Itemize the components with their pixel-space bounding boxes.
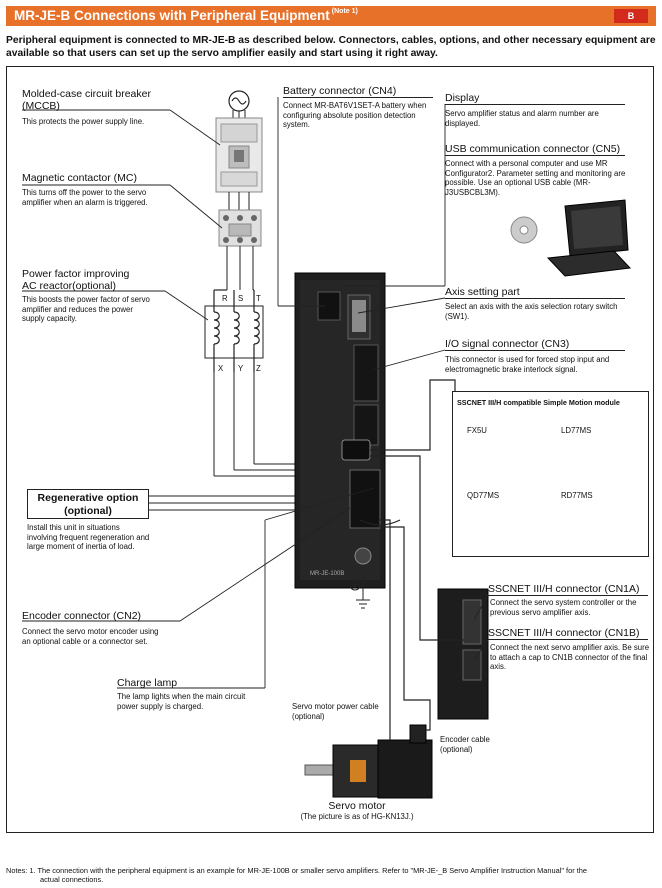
note-ref: (Note 1) (331, 8, 358, 15)
phase-r: R (222, 294, 228, 303)
cn1b-desc: Connect the next servo amplifier axis. B… (490, 643, 650, 671)
encoder-cable-label: Encoder cable (optional) (440, 735, 490, 754)
regen-option-box: Regenerative option (optional) (27, 489, 149, 519)
charge-lamp-desc: The lamp lights when the main circuit po… (117, 692, 246, 711)
phase-x: X (218, 364, 224, 373)
cn1a-title: SSCNET III/H connector (CN1A) (488, 583, 648, 596)
cn1a-desc: Connect the servo system controller or t… (490, 598, 637, 617)
motor-title: Servo motor (328, 800, 386, 812)
mccb-desc: This protects the power supply line. (22, 117, 145, 126)
motor-subcaption: (The picture is as of HG-KN13J.) (300, 812, 414, 821)
laptop-image (510, 199, 632, 277)
servo-motor-image (304, 724, 433, 799)
module-fx5u: FX5U (467, 426, 487, 435)
phase-z: Z (256, 364, 261, 373)
section-header: MR-JE-B Connections with Peripheral Equi… (6, 6, 656, 26)
axis-title: Axis setting part (445, 286, 625, 299)
mc-title: Magnetic contactor (MC) (22, 172, 137, 184)
simple-motion-box: SSCNET III/H compatible Simple Motion mo… (452, 391, 649, 557)
regen-title-1: Regenerative option (37, 492, 139, 504)
io-title: I/O signal connector (CN3) (445, 338, 625, 351)
simple-motion-title: SSCNET III/H compatible Simple Motion mo… (457, 398, 620, 407)
regen-title-2: (optional) (64, 505, 112, 517)
module-qd77ms: QD77MS (467, 491, 500, 500)
charge-lamp-title: Charge lamp (117, 677, 178, 689)
section-badge: B (614, 9, 648, 23)
pfr-desc: This boosts the power factor of servo am… (22, 295, 150, 323)
cn1b-title: SSCNET III/H connector (CN1B) (488, 627, 648, 640)
pfr-title-1: Power factor improving (22, 268, 130, 280)
magnetic-contactor-image (218, 209, 262, 247)
servo-amplifier-image (294, 272, 386, 589)
second-amplifier-image (437, 588, 489, 720)
display-desc: Servo amplifier status and alarm number … (445, 109, 599, 128)
mccb-title: Molded-case circuit breaker (MCCB) (22, 88, 151, 112)
amp-model-text: MR-JE-100B (310, 571, 344, 577)
diagram-frame (6, 66, 654, 833)
io-desc: This connector is used for forced stop i… (445, 355, 610, 374)
reactor-coil-icon (213, 289, 260, 372)
footnotes: Notes: 1. The connection with the periph… (6, 866, 656, 884)
note-line-1: Notes: 1. The connection with the periph… (6, 866, 588, 875)
usb-title: USB communication connector (CN5) (445, 143, 625, 156)
pfr-title-2: AC reactor(optional) (22, 280, 116, 292)
usb-desc: Connect with a personal computer and use… (445, 159, 626, 197)
battery-title: Battery connector (CN4) (283, 85, 433, 98)
phase-s: S (238, 294, 244, 303)
note-line-2: actual connections. (40, 875, 104, 884)
mc-desc: This turns off the power to the servo am… (22, 188, 148, 207)
axis-desc: Select an axis with the axis selection r… (445, 302, 618, 321)
phase-y: Y (238, 364, 244, 373)
module-ld77ms: LD77MS (561, 426, 592, 435)
module-rd77ms: RD77MS (561, 491, 593, 500)
display-title: Display (445, 92, 625, 105)
battery-desc: Connect MR-BAT6V1SET-A battery when conf… (283, 101, 427, 129)
encoder-conn-desc: Connect the servo motor encoder using an… (22, 627, 159, 646)
intro-text: Peripheral equipment is connected to MR-… (6, 35, 656, 59)
power-cable-label: Servo motor power cable (optional) (292, 702, 379, 721)
mccb-image (215, 117, 263, 193)
phase-t: T (256, 294, 261, 303)
regen-desc: Install this unit in situations involvin… (27, 523, 150, 551)
page-title: MR-JE-B Connections with Peripheral Equi… (14, 8, 358, 23)
encoder-conn-title: Encoder connector (CN2) (22, 610, 142, 622)
motor-caption: Servo motor (The picture is as of HG-KN1… (282, 800, 432, 822)
